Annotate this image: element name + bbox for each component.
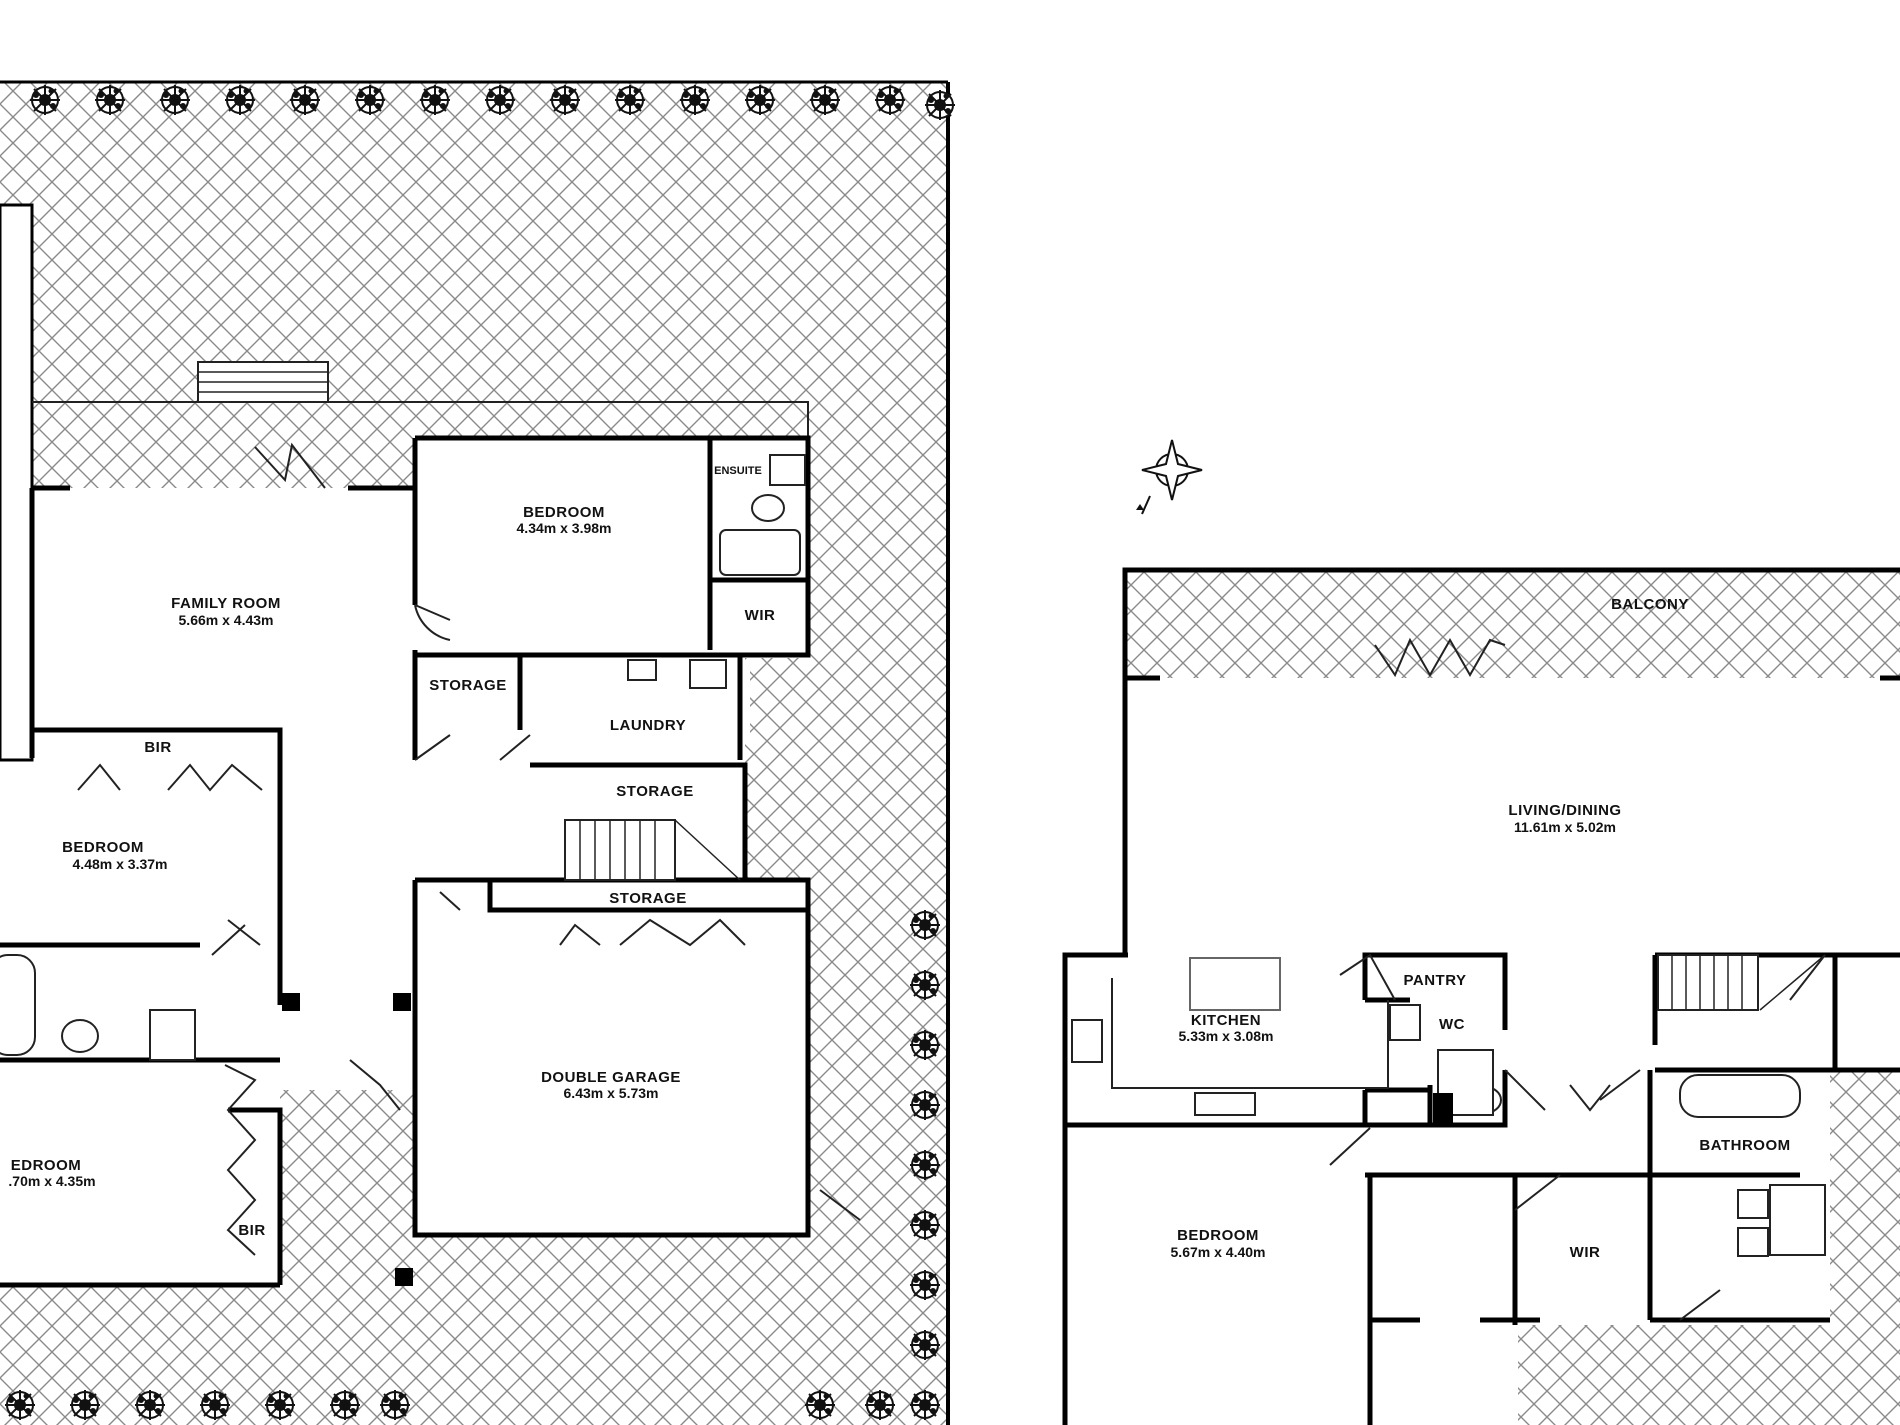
kitchen-island bbox=[1071, 957, 1421, 1116]
room-name-ensuite: ENSUITE bbox=[714, 465, 762, 477]
room-name-storage-a: STORAGE bbox=[429, 677, 506, 694]
room-dim-double-garage: 6.43m x 5.73m bbox=[564, 1085, 659, 1101]
balcony-hatch-right bbox=[1830, 1070, 1900, 1425]
room-name-pantry: PANTRY bbox=[1404, 972, 1467, 989]
room-dim-kitchen: 5.33m x 3.08m bbox=[1179, 1028, 1274, 1044]
room-name-living-dining: LIVING/DINING bbox=[1508, 802, 1621, 819]
columns-lower bbox=[282, 993, 413, 1286]
room-name-wc: WC bbox=[1439, 1016, 1465, 1033]
room-dim-bedroom-low: .70m x 4.35m bbox=[8, 1173, 95, 1189]
room-name-bedroom-mid: BEDROOM bbox=[62, 839, 144, 856]
room-name-bedroom-low: EDROOM bbox=[11, 1157, 82, 1174]
room-dim-bedroom-mid: 4.48m x 3.37m bbox=[73, 856, 168, 872]
room-dim-bedroom-top: 4.34m x 3.98m bbox=[517, 520, 612, 536]
walls-lower bbox=[0, 435, 811, 1288]
room-name-bir-low: BIR bbox=[238, 1222, 265, 1239]
room-name-storage-b: STORAGE bbox=[616, 783, 693, 800]
shower-icon bbox=[149, 454, 806, 1061]
interior-floor bbox=[0, 438, 810, 1285]
column-upper bbox=[1433, 1093, 1453, 1123]
room-name-family-room: FAMILY ROOM bbox=[171, 595, 281, 612]
balcony-hatch bbox=[1125, 570, 1900, 678]
room-name-storage-c: STORAGE bbox=[609, 890, 686, 907]
bathtub-icon bbox=[1679, 1074, 1801, 1118]
stairs-icon bbox=[564, 819, 741, 881]
walls-upper bbox=[1062, 567, 1900, 1425]
room-dim-living-dining: 11.61m x 5.02m bbox=[1514, 819, 1616, 835]
sink-icon bbox=[627, 659, 727, 689]
room-name-wir-right: WIR bbox=[1570, 1244, 1601, 1261]
room-name-bir-mid: BIR bbox=[144, 739, 171, 756]
vanity-icon bbox=[1737, 1189, 1769, 1257]
room-dim-bedroom-right: 5.67m x 4.40m bbox=[1171, 1244, 1266, 1260]
room-labels: FAMILY ROOM 5.66m x 4.43m BEDROOM 4.34m … bbox=[8, 465, 1790, 1261]
compass-rose-icon bbox=[1136, 439, 1203, 515]
room-dim-family-room: 5.66m x 4.43m bbox=[179, 612, 274, 628]
door-swings-upper bbox=[1329, 637, 1826, 1321]
room-name-double-garage: DOUBLE GARAGE bbox=[541, 1069, 681, 1086]
terrace-hatch bbox=[1518, 1325, 1830, 1425]
room-name-laundry: LAUNDRY bbox=[610, 717, 686, 734]
side-wall-strip bbox=[0, 203, 34, 762]
room-name-balcony: BALCONY bbox=[1611, 596, 1689, 613]
door-swings-lower bbox=[77, 442, 861, 1256]
stairs-icon bbox=[1657, 954, 1826, 1011]
bathtub-icon bbox=[0, 529, 801, 1056]
room-name-wir-top: WIR bbox=[745, 607, 776, 624]
lower-level-plan bbox=[0, 80, 1502, 1425]
upper-level-plan bbox=[1062, 567, 1900, 1425]
room-name-bedroom-right: BEDROOM bbox=[1177, 1227, 1259, 1244]
room-name-bedroom-top: BEDROOM bbox=[523, 504, 605, 521]
deck-steps bbox=[197, 361, 329, 403]
room-name-bathroom: BATHROOM bbox=[1699, 1137, 1790, 1154]
room-name-kitchen: KITCHEN bbox=[1191, 1012, 1261, 1029]
shower-icon bbox=[1769, 1184, 1826, 1256]
